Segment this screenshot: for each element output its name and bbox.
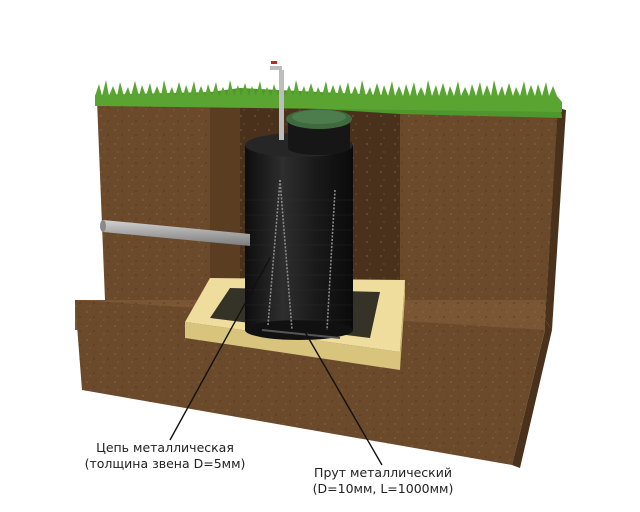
chain-callout-label: Цепь металлическая (толщина звена D=5мм) xyxy=(70,440,260,472)
chain-label-line2: (толщина звена D=5мм) xyxy=(84,456,246,471)
chain-leader-line xyxy=(169,257,271,441)
soil-block-left xyxy=(97,100,210,300)
soil-block-right xyxy=(400,108,566,330)
rod-callout-label: Прут металлический (D=10мм, L=1000мм) xyxy=(298,465,468,497)
vent-pipe xyxy=(270,61,284,140)
anchor-rod xyxy=(261,329,341,339)
callout-leader-lines xyxy=(169,257,383,466)
rod-leader-line xyxy=(304,331,383,466)
septic-tank xyxy=(245,109,353,340)
inlet-pipe xyxy=(100,220,250,246)
chain-label-line1: Цепь металлическая xyxy=(96,440,234,455)
rod-label-line1: Прут металлический xyxy=(314,465,452,480)
grass-layer xyxy=(95,80,562,118)
anchor-chains xyxy=(267,179,336,331)
rod-label-line2: (D=10мм, L=1000мм) xyxy=(312,481,454,496)
